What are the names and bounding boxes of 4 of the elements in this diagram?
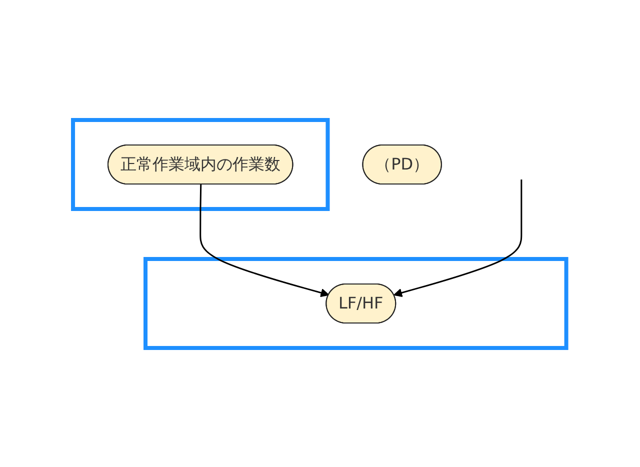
cluster [71, 118, 330, 210]
arrow [200, 184, 330, 297]
arrow [394, 179, 522, 297]
cluster [144, 256, 569, 350]
